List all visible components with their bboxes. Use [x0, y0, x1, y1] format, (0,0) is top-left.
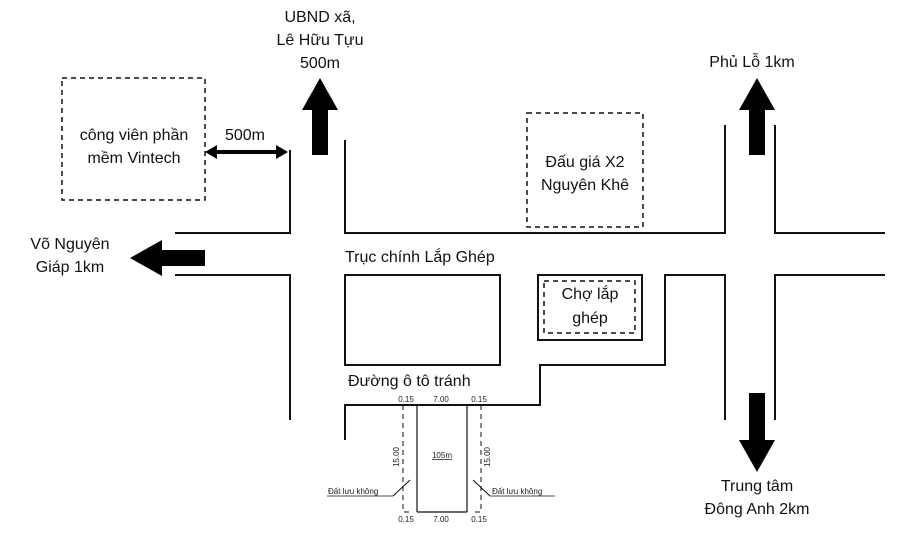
- vintech-box: [61, 77, 206, 201]
- main-road-label: Trục chính Lắp Ghép: [345, 247, 495, 266]
- arrow-left-icon: [130, 240, 205, 276]
- arrow-up-icon: [739, 78, 775, 155]
- x2-box: [526, 112, 644, 228]
- dim-depth-right: 15.00: [483, 446, 492, 467]
- dim-top-right: 0.15: [471, 395, 487, 404]
- vng-label: Giáp 1km: [36, 259, 104, 276]
- market-box: [543, 280, 636, 334]
- setback-label-left: Đất lưu không: [328, 487, 378, 496]
- setback-label-right: Đất lưu không: [492, 487, 542, 496]
- market-label: ghép: [572, 310, 608, 327]
- dim-bottom-left: 0.15: [398, 515, 414, 524]
- x2-label: Nguyên Khê: [541, 177, 629, 194]
- plot-area: 105m: [432, 451, 452, 460]
- ubnd-label: UBND xã,: [284, 9, 355, 26]
- center-label: Đông Anh 2km: [705, 501, 810, 518]
- dim-bottom-right: 0.15: [471, 515, 487, 524]
- plot-drawing: 0.15 7.00 0.15 0.15 7.00 0.15 15.00 15.0…: [327, 395, 555, 524]
- dim-top-width: 7.00: [433, 395, 449, 404]
- vintech-distance: 500m: [225, 127, 265, 144]
- arrow-up-icon: [302, 78, 338, 155]
- market-label: Chợ lắp: [562, 284, 619, 303]
- phu-lo-label: Phủ Lỗ 1km: [709, 52, 794, 71]
- vng-label: Võ Nguyên: [30, 236, 109, 253]
- x2-label: Đấu giá X2: [545, 154, 624, 171]
- bypass-label: Đường ô tô tránh: [348, 373, 471, 390]
- ubnd-label: Lê Hữu Tựu: [277, 32, 364, 49]
- dim-top-left: 0.15: [398, 395, 414, 404]
- block: [344, 274, 501, 366]
- double-arrow-icon: [205, 145, 288, 159]
- dim-depth-left: 15.00: [392, 446, 401, 467]
- roads: [175, 125, 885, 440]
- vintech-label: mềm Vintech: [87, 150, 180, 167]
- center-label: Trung tâm: [721, 478, 793, 495]
- arrow-down-icon: [739, 393, 775, 472]
- vintech-label: công viên phần: [80, 127, 189, 144]
- ubnd-distance: 500m: [300, 55, 340, 72]
- dim-bottom-width: 7.00: [433, 515, 449, 524]
- market-block: [537, 274, 643, 341]
